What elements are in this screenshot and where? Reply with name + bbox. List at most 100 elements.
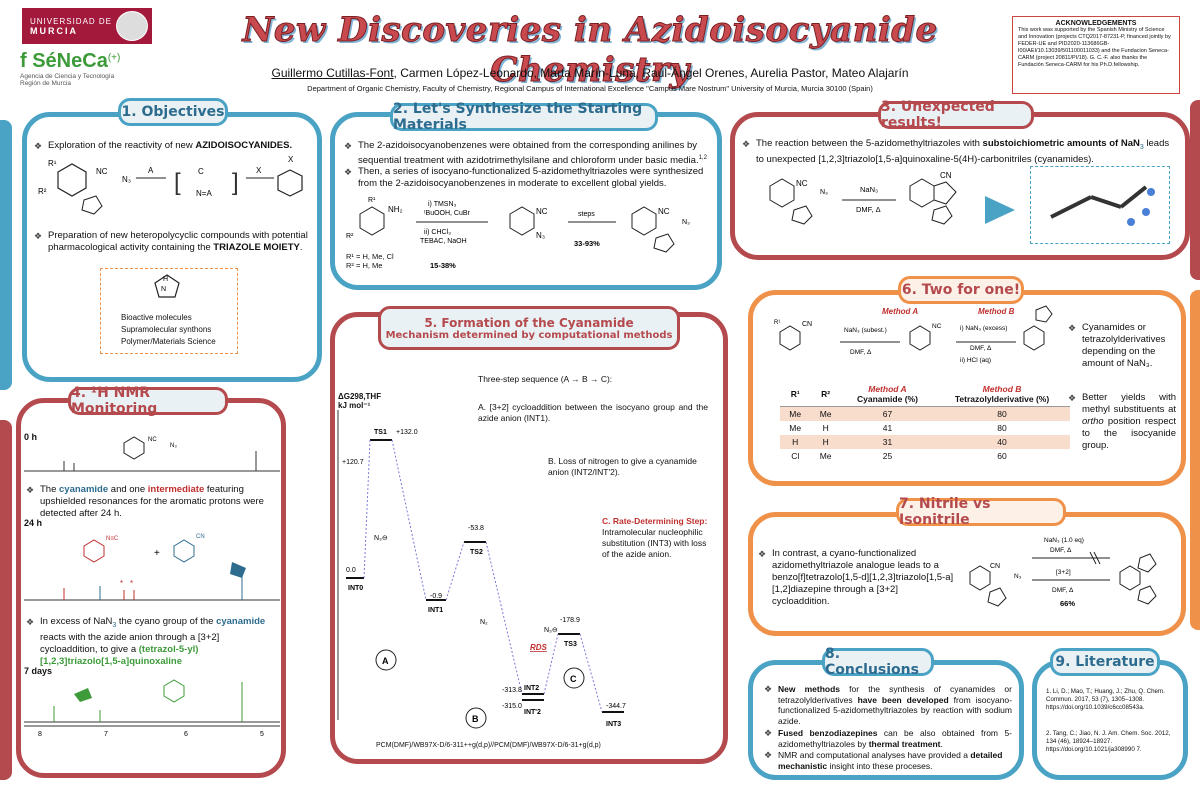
conclusion-2: Fused benzodiazepines can be also obtain… [764,728,1012,749]
svg-text:*: * [120,579,123,588]
svg-text:R²: R² [38,187,47,196]
conclusion-3: NMR and computational analyses have prov… [764,750,1012,771]
svg-text:DMF, Δ: DMF, Δ [970,345,992,352]
svg-text:ᵗBuOOH, CuBr: ᵗBuOOH, CuBr [424,210,471,217]
pointer-hand-icon [230,562,246,578]
triazole-icon: HN [154,274,180,298]
svg-text:]: ] [232,169,239,196]
svg-text:DMF, Δ: DMF, Δ [856,205,881,214]
svg-text:NC: NC [796,179,808,188]
svg-text:N₃: N₃ [820,189,828,196]
left-decor-bar-red [0,420,12,780]
th-r1: R¹ [780,382,811,407]
svg-text:DMF, Δ: DMF, Δ [1052,587,1074,594]
th-r2: R² [810,382,841,407]
two-for-one-bullet-1: Cyanamides or tetrazolylderivatives depe… [1068,322,1176,370]
section-1-title: 1. Objectives [118,98,228,126]
svg-text:TEBAC, NaOH: TEBAC, NaOH [420,238,467,245]
svg-text:[3+2]: [3+2] [1056,569,1071,576]
svg-text:CN: CN [940,171,952,180]
pointer-hand-icon-green [74,688,92,702]
authors: Guillermo Cutillas-Font, Carmen López-Le… [271,66,909,80]
nmr-label-7d: 7 days [24,666,53,676]
crystal-structure-image [1030,166,1170,244]
svg-text:R²: R² [346,233,354,240]
svg-text:N≡C: N≡C [106,536,119,542]
svg-text:+132.0: +132.0 [396,429,418,436]
svg-text:N₃⊖: N₃⊖ [374,535,388,542]
svg-text:R¹: R¹ [368,197,376,204]
svg-text:NaN₃ (subest.): NaN₃ (subest.) [844,327,887,334]
svg-text:NaN₃: NaN₃ [860,185,878,194]
svg-text:DMF, Δ: DMF, Δ [850,349,872,356]
svg-text:steps: steps [578,211,595,218]
svg-text:NH₂: NH₂ [388,205,403,214]
nmr-label-24h: 24 h [24,518,43,528]
svg-text:R¹: R¹ [774,320,780,326]
section-mechanism [330,312,728,764]
section-nmr [16,398,286,778]
acknowledgements-box: ACKNOWLEDGEMENTS This work was supported… [1012,16,1180,94]
svg-text:15-38%: 15-38% [430,261,456,270]
svg-text:N₃: N₃ [122,175,131,184]
svg-text:-344.7: -344.7 [606,703,626,710]
nmr-spectrum-24h: N≡C + CN * * [24,534,280,601]
svg-text:NC: NC [148,437,157,443]
svg-text:8: 8 [38,731,42,738]
arrow-to-crystal-icon [985,196,1015,224]
svg-text:X: X [256,166,262,175]
svg-text:C: C [198,167,204,176]
right-decor-bar [1190,100,1200,280]
nmr-label-0h: 0 h [24,432,38,442]
svg-text:-313.8: -313.8 [502,687,522,694]
computational-method: PCM(DMF)/WB97X-D/6-311++g(d,p)//PCM(DMF)… [376,742,601,749]
svg-text:H: H [163,276,168,283]
svg-text:B: B [472,714,479,724]
svg-text:N₃: N₃ [1014,573,1022,580]
svg-text:i) TMSN₃: i) TMSN₃ [428,201,457,208]
svg-text:CN: CN [990,563,1000,570]
svg-text:A: A [382,656,389,666]
svg-text:+: + [154,548,160,559]
svg-text:N₃: N₃ [536,231,545,240]
section-8-title: 8. Conclusions [822,646,934,678]
svg-text:INT0: INT0 [348,585,363,592]
svg-text:-315.0: -315.0 [502,703,522,710]
svg-text:ii) CHCl₃: ii) CHCl₃ [424,229,451,236]
svg-text:-0.9: -0.9 [430,593,442,600]
svg-text:NC: NC [536,207,548,216]
mechanism-step-a: A. [3+2] cycloaddition between the isocy… [478,402,708,423]
svg-text:66%: 66% [1060,599,1075,608]
reference-1: 1. Li, D.; Mao, T.; Huang, J.; Zhu, Q. C… [1046,688,1165,711]
svg-text:INT3: INT3 [606,721,621,728]
svg-text:7: 7 [104,731,108,738]
section-2-title: 2. Let's Synthesize the Starting Materia… [390,101,658,133]
svg-text:R¹: R¹ [48,159,57,168]
affiliation: Department of Organic Chemistry, Faculty… [307,84,873,93]
svg-text:N₃: N₃ [682,219,690,226]
svg-text:X: X [288,155,294,164]
svg-text:INT'2: INT'2 [524,709,541,716]
svg-text:6: 6 [184,731,188,738]
svg-text:33-93%: 33-93% [574,239,600,248]
section-7-title: 7. Nitrile vs Isonitrile [896,496,1066,528]
svg-text:TS2: TS2 [470,549,483,556]
conclusion-1: New methods for the synthesis of cyanami… [764,684,1012,726]
svg-text:NaN₃ (1.0 eq): NaN₃ (1.0 eq) [1044,537,1084,544]
section-5-title: 5. Formation of the Cyanamide Mechanism … [378,306,680,350]
svg-text:TS3: TS3 [564,641,577,648]
section-6-title: 6. Two for one! [898,276,1024,304]
section-4-title: 4. ¹H NMR Monitoring [68,385,228,417]
nmr-bullet-1: The cyanamide and one intermediate featu… [26,484,276,520]
use-1: Bioactive molecules [121,313,192,322]
use-2: Supramolecular synthons [121,325,212,334]
